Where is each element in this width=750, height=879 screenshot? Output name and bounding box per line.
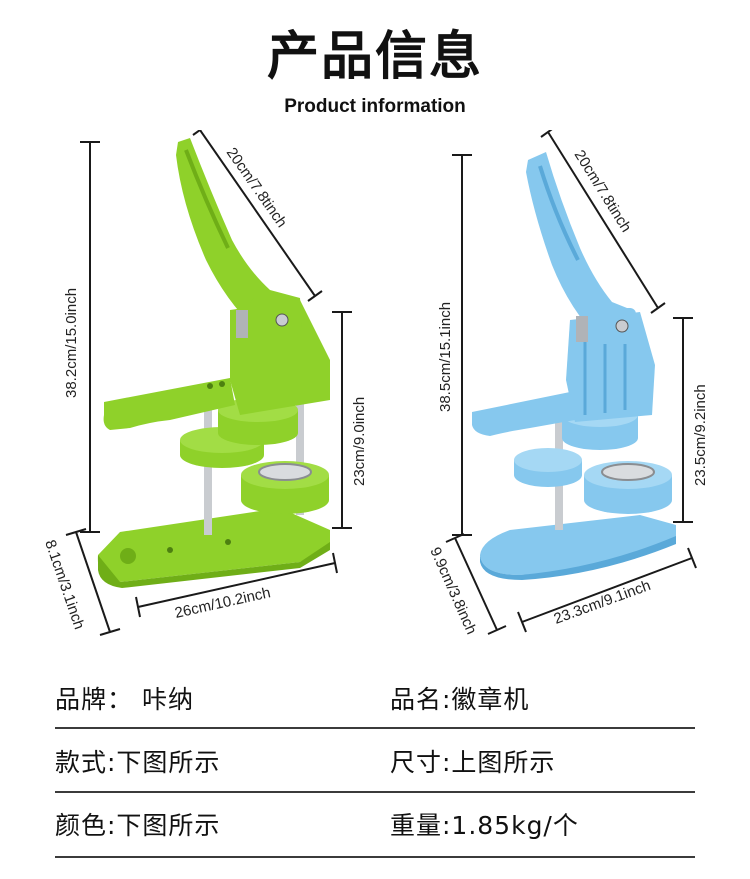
spec-row-2: 款式:下图所示 尺寸:上图所示 — [55, 743, 695, 803]
spec-row-1: 品牌： 咔纳 品名:徽章机 — [55, 680, 695, 740]
blue-base-depth-label: 9.9cm/3.8inch — [426, 545, 480, 637]
spec-divider — [55, 791, 695, 793]
blue-dimension-lines — [445, 130, 697, 635]
page-subtitle: Product information — [284, 96, 466, 117]
green-total-height-label: 38.2cm/15.0inch — [63, 288, 80, 398]
green-handle-length-label: 20cm/7.8tinch — [223, 145, 290, 231]
spec-brand: 品牌： 咔纳 — [55, 685, 194, 714]
blue-badge-machine — [472, 152, 676, 580]
spec-weight: 重量:1.85kg/个 — [390, 811, 579, 840]
green-base-width-label: 26cm/10.2inch — [173, 584, 272, 622]
product-figure: 20cm/7.8tinch 38.2cm/15.0inch 23cm/9.0in… — [41, 130, 709, 637]
blue-total-height-label: 38.5cm/15.1inch — [437, 302, 454, 412]
spec-style: 款式:下图所示 — [55, 748, 221, 777]
page-title: 产品信息 — [266, 27, 483, 87]
green-base-depth-label: 8.1cm/3.1inch — [41, 538, 87, 632]
green-dimension-lines — [65, 130, 352, 636]
spec-divider — [55, 856, 695, 858]
green-body-height-label: 23cm/9.0inch — [351, 397, 368, 486]
blue-handle-length-label: 20cm/7.8tinch — [571, 147, 635, 235]
spec-product-name: 品名:徽章机 — [390, 685, 530, 714]
spec-color: 颜色:下图所示 — [55, 811, 221, 840]
green-badge-machine — [97, 138, 330, 588]
spec-divider — [55, 727, 695, 729]
spec-row-3: 颜色:下图所示 重量:1.85kg/个 — [55, 806, 695, 866]
blue-body-height-label: 23.5cm/9.2inch — [692, 384, 709, 486]
spec-size: 尺寸:上图所示 — [390, 748, 556, 777]
blue-base-width-label: 23.3cm/9.1inch — [552, 577, 653, 628]
